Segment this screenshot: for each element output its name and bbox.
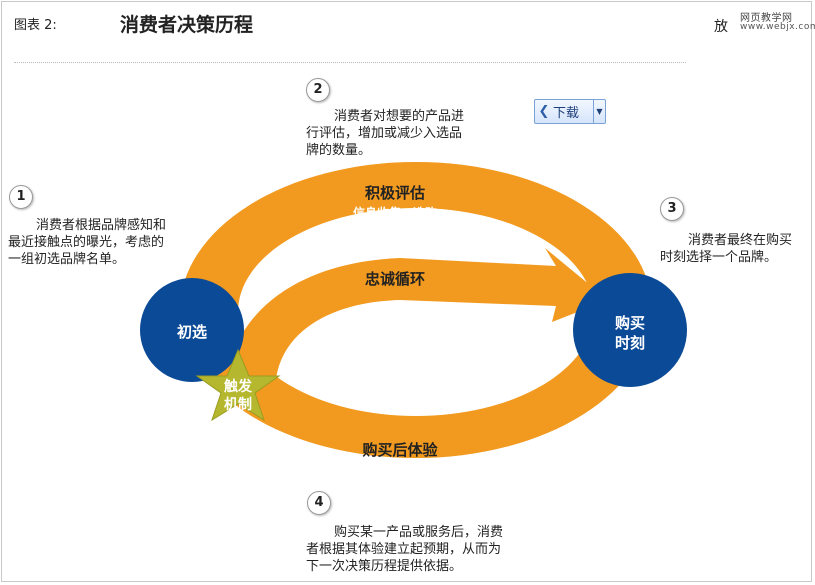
post-purchase-subtitle: 持续曝光 <box>376 461 424 476</box>
corner-text: 放 <box>714 19 728 35</box>
active-evaluation-title: 积极评估 <box>365 184 425 202</box>
post-purchase-title: 购买后体验 <box>362 441 438 459</box>
watermark-url: www.webjx.com <box>740 22 815 32</box>
step-2-line-1: 消费者对想要的产品进 <box>334 109 465 124</box>
step-1-line-3: 一组初选品牌名单。 <box>8 252 126 267</box>
step-3-line-2: 时刻选择一个品牌。 <box>660 250 778 265</box>
step-4-line-3: 下一次决策历程提供依据。 <box>306 559 463 574</box>
initial-consideration-circle <box>140 278 244 382</box>
step-1-line-1: 消费者根据品牌感知和 <box>36 218 167 233</box>
step-3-badge: 3 <box>660 197 684 221</box>
step-1-badge: 1 <box>9 185 33 209</box>
initial-consideration-label: 初选 <box>177 323 207 341</box>
page-title: 消费者决策历程 <box>120 14 254 36</box>
step-4-line-1: 购买某一产品或服务后，消费 <box>334 525 504 540</box>
figure-label: 图表 2: <box>14 18 57 33</box>
dropdown-arrow-icon[interactable]: ▼ <box>593 100 605 123</box>
step-4-line-2: 者根据其体验建立起预期，从而为 <box>306 542 502 557</box>
step-3-description: 消费者最终在购买 时刻选择一个品牌。 <box>660 232 812 266</box>
trigger-star <box>195 348 281 422</box>
back-arrow-icon: ❮ <box>538 104 550 119</box>
loyalty-loop-title: 忠诚循环 <box>365 270 425 288</box>
trigger-label-2: 机制 <box>224 396 252 413</box>
watermark-title: 网页教学网 <box>740 13 793 24</box>
loyalty-loop-band <box>226 248 608 380</box>
step-2-badge: 2 <box>306 78 330 102</box>
step-2-line-2: 行评估，增加或减少入选品 <box>306 126 463 141</box>
step-1-description: 消费者根据品牌感知和 最近接触点的曝光，考虑的 一组初选品牌名单。 <box>8 217 198 268</box>
moment-of-purchase-circle <box>573 273 687 387</box>
step-1-line-2: 最近接触点的曝光，考虑的 <box>8 235 165 250</box>
step-4-description: 购买某一产品或服务后，消费 者根据其体验建立起预期，从而为 下一次决策历程提供依… <box>306 524 546 575</box>
moment-of-purchase-label-1: 购买 <box>615 314 645 332</box>
step-2-line-3: 牌的数量。 <box>306 143 372 158</box>
trigger-label-1: 触发 <box>223 378 253 395</box>
header-divider <box>14 62 686 63</box>
step-2-description: 消费者对想要的产品进 行评估，增加或减少入选品 牌的数量。 <box>306 108 506 159</box>
step-4-badge: 4 <box>307 491 331 515</box>
download-button[interactable]: ❮ 下载 ▼ <box>534 99 606 124</box>
download-label: 下载 <box>553 106 580 121</box>
moment-of-purchase-label-2: 时刻 <box>615 334 645 352</box>
step-3-line-1: 消费者最终在购买 <box>688 233 793 248</box>
active-evaluation-subtitle: 信息收集，选购 <box>353 205 437 220</box>
